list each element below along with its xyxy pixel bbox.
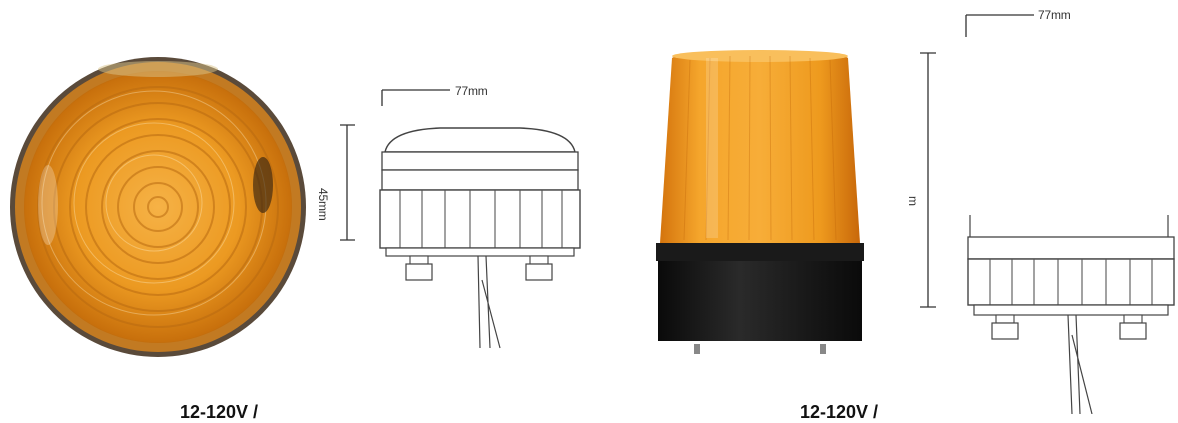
caption-right: 12-120V /: [800, 402, 879, 422]
round-beacon-photo: [10, 57, 306, 357]
round-beacon-drawing: [340, 89, 581, 349]
height-label-right: m: [906, 196, 920, 206]
width-label-right: 77mm: [1038, 8, 1071, 22]
beacon-dome-photo: [656, 50, 864, 354]
height-label-left: 45mm: [316, 188, 330, 221]
width-label-left: 77mm: [455, 84, 488, 98]
caption-left: 12-120V /: [180, 402, 259, 422]
beacon-dome-drawing: [920, 14, 1175, 414]
